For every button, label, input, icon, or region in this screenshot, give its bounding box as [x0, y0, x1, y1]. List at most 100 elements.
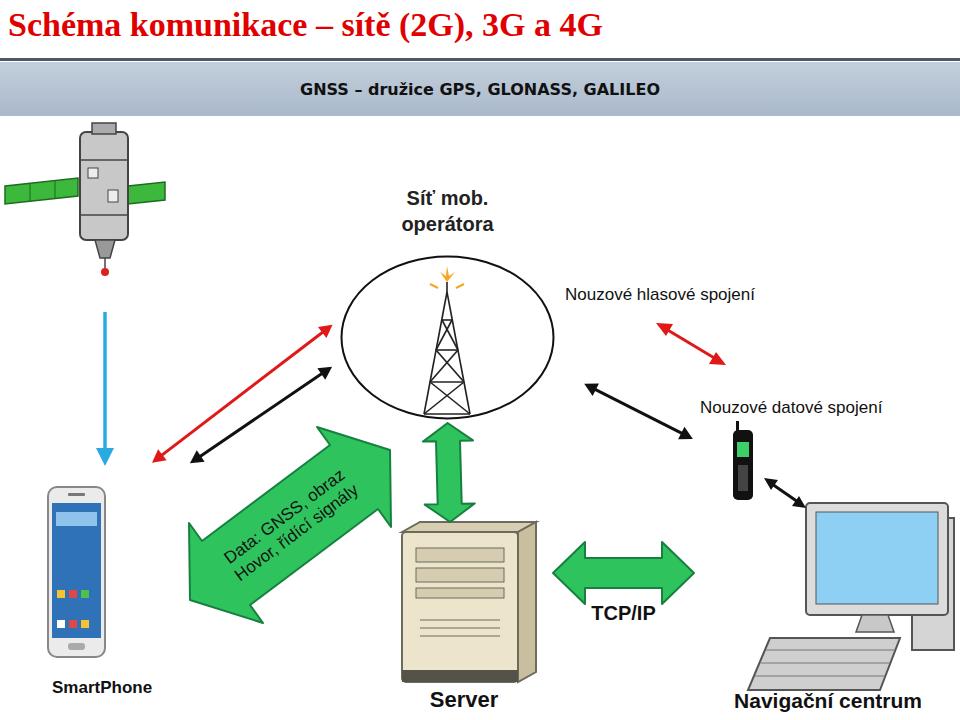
smartphone-icon-part: [56, 512, 97, 526]
computer-icon-part: [748, 638, 900, 690]
link-arrow-part: [772, 484, 798, 502]
server-icon: [402, 522, 536, 682]
satellite-part: [55, 181, 56, 199]
smartphone-icon-part: [81, 620, 89, 628]
smartphone-icon-part: [57, 590, 65, 598]
connector: [152, 325, 333, 463]
computer-icon-part: [856, 615, 894, 632]
ellipse-outline: [340, 255, 555, 420]
satellite-part: [104, 258, 106, 268]
smartphone-icon-part: [52, 503, 101, 638]
arrowhead: [190, 450, 205, 463]
server-icon-part: [402, 532, 518, 682]
smartphone-node: SmartPhone: [30, 470, 180, 702]
node-heading: Síť mob. operátora: [383, 185, 513, 237]
satellite-part: [95, 240, 115, 258]
title-rule: [0, 58, 960, 61]
connector-line: [160, 331, 325, 457]
radio-tower: [424, 282, 470, 414]
link-arrow-part: [792, 496, 806, 508]
block-arrow: [423, 423, 475, 522]
radio-tower-part: [436, 320, 452, 350]
small-mobile-icon-part: [738, 465, 748, 491]
smartphone-icon-part: [68, 643, 85, 650]
radio-tower-part: [430, 382, 470, 414]
server-icon-part: [402, 522, 536, 532]
voice-arrow: [656, 323, 726, 365]
block-arrow-shape: [423, 423, 475, 522]
ellipse-border: [342, 257, 554, 419]
radio-tower-part: [436, 349, 458, 351]
tower-signal-part: [430, 284, 464, 288]
connector-line: [198, 372, 324, 457]
node-label: Navigační centrum: [700, 689, 956, 713]
node-label: GNSS – družice GPS, GLONASS, GALILEO: [300, 80, 660, 99]
green-data-arrow: [189, 427, 391, 623]
computer-icon: [748, 503, 954, 690]
smartphone-icon-part: [69, 620, 77, 628]
network-circle: Síť mob. operátora: [340, 255, 555, 420]
radio-tower-part: [424, 382, 464, 414]
arrow-text: Data: GNSS, obraz Hovor, řídící signály: [204, 454, 375, 596]
navigation-centre-node: Navigační centrum: [700, 425, 956, 717]
satellite-part: [80, 132, 128, 240]
arrowhead: [317, 367, 332, 380]
satellite-part: [108, 190, 118, 202]
computer-icon-part: [755, 676, 885, 677]
arrowhead: [678, 427, 693, 439]
smartphone-icon-part: [68, 493, 85, 496]
node-label: SmartPhone: [52, 678, 152, 698]
arrowhead: [152, 449, 167, 462]
radio-tower-part: [447, 292, 470, 414]
link-arrow-part: [764, 478, 778, 490]
block-arrow-shape: [553, 542, 694, 604]
server-icon-part: [416, 568, 504, 582]
radio-tower-part: [442, 319, 452, 321]
tower-signal-part: [440, 266, 455, 282]
header-band: GNSS – družice GPS, GLONASS, GALILEO: [0, 62, 960, 116]
server-icon-part: [420, 620, 500, 621]
server-icon-part: [416, 548, 504, 562]
computer-icon-part: [816, 512, 938, 604]
radio-tower-part: [446, 282, 448, 292]
tower-signal: [430, 266, 464, 288]
radio-tower-part: [424, 292, 447, 414]
node-label: Server: [395, 687, 533, 713]
annotation: Nouzové hlasové spojení: [565, 285, 755, 305]
small-mobile-icon: [733, 421, 753, 500]
smartphone-icon-part: [69, 590, 77, 598]
gnss-signal-arrow-part: [103, 312, 107, 450]
connector-line: [593, 388, 684, 434]
server-icon-part: [420, 636, 500, 637]
server-icon-part: [402, 670, 518, 682]
smartphone-icon-part: [57, 620, 65, 628]
arrowhead: [584, 383, 599, 395]
satellite-part: [5, 178, 78, 204]
green-data-arrow-part: [189, 427, 391, 623]
server-node: Server: [395, 525, 533, 717]
server-icon-part: [416, 588, 504, 598]
edge-label: TCP/IP: [591, 602, 655, 625]
gnss-signal-arrow: [96, 312, 114, 466]
connector: [584, 383, 693, 439]
satellite-part: [88, 168, 98, 178]
radio-tower-part: [436, 350, 464, 382]
small-mobile-icon-part: [733, 430, 753, 500]
voice-arrow-part: [656, 323, 673, 336]
satellite-part: [80, 159, 128, 161]
computer-icon-part: [766, 650, 895, 651]
computer-icon-part: [806, 503, 948, 615]
diagram-title: Schéma komunikace – sítě (2G), 3G a 4G: [8, 6, 603, 44]
server-icon-part: [518, 522, 536, 682]
block-arrow: [553, 542, 694, 604]
satellite-part: [80, 214, 128, 216]
satellite-part: [92, 123, 116, 134]
satellite-part: [30, 183, 31, 201]
satellite-part: [101, 268, 109, 276]
radio-tower-part: [430, 381, 464, 383]
smartphone-icon-part: [81, 590, 89, 598]
radio-tower-part: [430, 350, 458, 382]
annotation: Nouzové datové spojení: [700, 398, 882, 418]
smartphone-icon: [48, 487, 105, 657]
